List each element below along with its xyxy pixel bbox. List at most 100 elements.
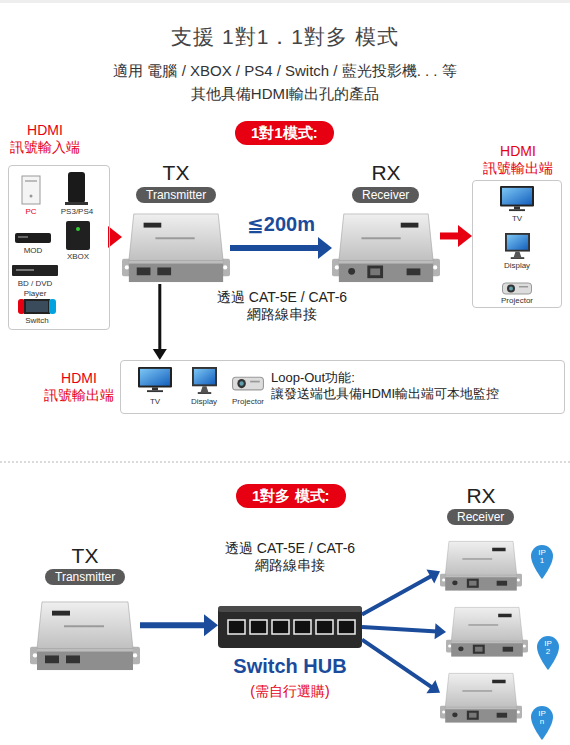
ip-number: IP 1 [536,549,548,566]
switch-console-icon [18,299,56,314]
node-text: Loop-Out功能: 讓發送端也具備HDMI輸出端可本地監控 [271,370,546,401]
pc-icon-part [22,176,40,204]
arrow-head [204,614,218,636]
node-text: HDMI 訊號輸出端 [41,370,117,404]
display-icon [192,367,217,394]
receiver-device [440,541,522,590]
node-text: TX [122,160,230,185]
connector-line [230,245,321,251]
node-text: Switch HUB [198,654,382,678]
mod-icon-part [15,233,51,243]
ip-pin [537,636,559,670]
switch-console-icon-part [49,299,56,314]
device-panel: HDMI 訊號輸入端 [8,165,110,330]
device-box: RXReceiverIP 1 [440,540,522,592]
pc-icon-part [25,180,37,182]
device-role-tag: Transmitter [136,187,216,203]
switch-hub-part [294,620,311,634]
ip-pin [531,545,553,579]
switch-hub-part [218,606,362,648]
connector-arrow [440,225,472,247]
device-box: RXReceiver [332,212,440,284]
node-text: RX [332,160,440,185]
connector-line [362,640,433,688]
title-text: 支援 1對1．1對多 模式 [0,24,570,49]
device-caption: PS3/PS4 [55,207,99,217]
switch-hub-part [272,620,289,634]
connector-arrow [108,226,122,248]
receiver-device [446,607,528,656]
ip-number: IP 2 [542,640,554,657]
device-caption: Switch [17,316,57,326]
device-caption: TV [135,397,175,407]
node-text: RX [440,483,522,508]
device-caption: XBOX [58,252,98,262]
switch-hub [218,606,362,648]
subtitle-text: 適用 電腦 / XBOX / PS4 / Switch / 藍光投影機. . .… [5,62,565,80]
edge-label: ≦200m [244,212,318,236]
node-text: HDMI 訊號輸入端 [3,122,87,156]
mode-pill: 1對1模式: [235,121,334,145]
connector-arrow [362,623,446,639]
subtitle-text: 其他具備HDMI輸出孔的產品 [5,85,565,103]
connector-arrow [362,570,440,615]
xbox-icon-part [76,227,80,231]
arrow-head [435,623,446,639]
connector-arrow [362,640,440,694]
device-caption: Display [184,397,224,407]
connector-line [440,232,461,239]
device-caption: TV [487,214,547,224]
section-divider-part [0,461,570,463]
device-panel: HDMI 訊號輸出端 [472,180,562,308]
device-role-tag: Transmitter [45,569,125,585]
transmitter-device [30,602,140,670]
connector-line [140,622,207,628]
mode-pill: 1對多 模式: [236,484,346,508]
node-text: TX [30,543,140,568]
switch-hub-part [316,620,333,634]
receiver-device [440,673,522,722]
device-role-tag: Receiver [447,509,514,525]
device-box: TXTransmitter [122,212,230,284]
connector-arrow [153,284,167,360]
pill-text: 1對多 模式: [252,487,330,504]
device-caption: PC [11,207,51,217]
mod-icon-part [18,236,28,238]
switch-hub-part [218,606,362,612]
ip-number: IP n [536,710,548,727]
bd-player-icon-part [12,265,58,276]
device-panel: HDMI 訊號輸出端Loop-Out功能: 讓發送端也具備HDMI輸出端可本地監… [120,360,565,414]
xbox-icon-part [66,221,90,250]
pc-icon-part [30,195,33,198]
device-caption: BD / DVD Player [14,279,56,298]
transmitter-device [122,214,230,282]
ps-icon-part [65,202,88,205]
switch-hub-part [250,620,267,634]
arrow-head [153,349,167,360]
device-caption: MOD [13,246,53,256]
top-rule-part [0,0,570,3]
switch-console-icon-part [18,299,25,314]
node-text: HDMI 訊號輸出端 [473,143,563,177]
arrow-head [427,570,440,584]
switch-console-icon-part [26,301,48,312]
arrow-head [318,237,332,259]
connector-arrow [230,237,332,259]
arrow-head [426,680,440,693]
device-box: TXTransmitter [30,600,140,672]
xbox-icon [66,221,90,250]
top-rule [0,0,570,3]
tv-icon [500,186,534,211]
node-text: (需自行選購) [218,683,362,700]
device-caption: Display [487,261,547,271]
device-box: IP n [440,672,522,724]
projector-icon [503,283,532,294]
device-caption: Projector [226,397,270,407]
pill-text: 1對1模式: [251,124,318,141]
cable-note: 透過 CAT-5E / CAT-6 網路線串接 [220,540,360,574]
device-box: IP 2 [446,606,528,658]
ps-icon-part [68,172,85,203]
pc-icon [22,176,40,204]
ip-pin [531,706,553,740]
